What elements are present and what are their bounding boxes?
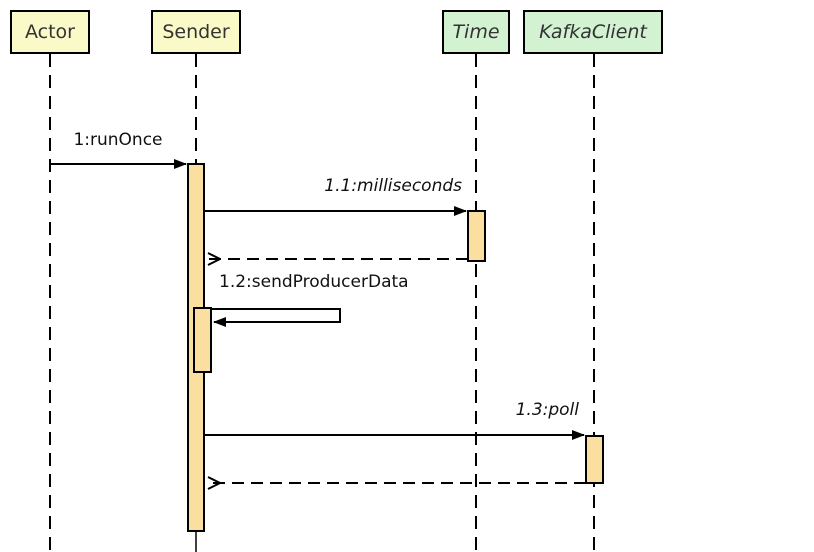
participant-head-actor: Actor bbox=[10, 10, 90, 54]
participant-label-sender: Sender bbox=[162, 21, 230, 43]
participant-label-actor: Actor bbox=[25, 21, 75, 43]
arrow-sendproducerdata-self bbox=[212, 308, 341, 327]
message-label-runonce: 1:runOnce bbox=[73, 130, 163, 150]
participant-head-kafkaclient: KafkaClient bbox=[523, 10, 663, 54]
message-label-milliseconds: 1.1:milliseconds bbox=[324, 176, 462, 196]
activation-time bbox=[467, 210, 486, 262]
message-label-sendproducerdata: 1.2:sendProducerData bbox=[219, 272, 409, 292]
participant-label-time: Time bbox=[452, 21, 500, 43]
message-label-poll: 1.3:poll bbox=[515, 400, 579, 420]
participant-head-sender: Sender bbox=[151, 10, 241, 54]
activation-kafkaclient bbox=[585, 435, 604, 484]
participant-label-kafkaclient: KafkaClient bbox=[539, 21, 647, 43]
activation-sender-nested bbox=[193, 307, 212, 373]
participant-head-time: Time bbox=[442, 10, 510, 54]
